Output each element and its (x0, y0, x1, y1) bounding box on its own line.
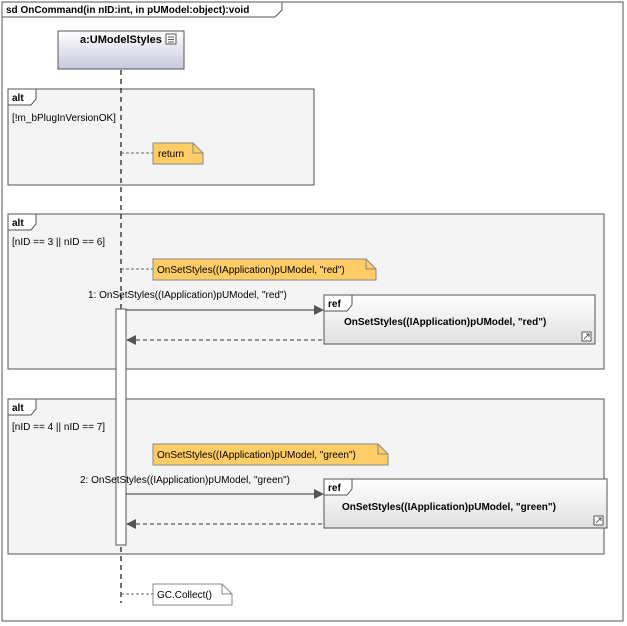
list-icon (165, 33, 177, 45)
return-message-2 (126, 519, 324, 529)
activation-bar (115, 308, 127, 546)
note-onsetstyles-red: OnSetStyles((IApplication)pUModel, "red"… (121, 258, 377, 281)
ref-keyword: ref (328, 483, 341, 494)
fragment-guard: [nID == 3 || nID == 6] (12, 237, 105, 248)
note-gc-collect: GC.Collect() (121, 583, 233, 606)
message-2[interactable]: 2: OnSetStyles((IApplication)pUModel, "g… (80, 475, 324, 499)
note-text: OnSetStyles((IApplication)pUModel, "gree… (157, 450, 356, 461)
ref-label: OnSetStyles((IApplication)pUModel, "gree… (342, 502, 556, 513)
note-onsetstyles-green: OnSetStyles((IApplication)pUModel, "gree… (152, 443, 389, 466)
message-label: 1: OnSetStyles((IApplication)pUModel, "r… (88, 290, 287, 301)
message-label: 2: OnSetStyles((IApplication)pUModel, "g… (80, 475, 290, 486)
fragment-operator: alt (12, 93, 24, 104)
ref-label: OnSetStyles((IApplication)pUModel, "red"… (344, 317, 546, 328)
lifeline-head[interactable]: a:UModelStyles (57, 30, 185, 70)
frame-title: sd OnCommand(in nID:int, in pUModel:obje… (6, 5, 249, 16)
message-1[interactable]: 1: OnSetStyles((IApplication)pUModel, "r… (88, 290, 324, 315)
hyperlink-icon[interactable] (593, 515, 604, 526)
note-text: OnSetStyles((IApplication)pUModel, "red"… (157, 265, 345, 276)
alt-fragment-1: alt [!m_bPlugInVersionOK] (7, 88, 315, 186)
ref-onsetstyles-red[interactable]: ref OnSetStyles((IApplication)pUModel, "… (323, 294, 596, 345)
return-message-1 (126, 335, 324, 345)
lifeline-name: a:UModelStyles (80, 34, 162, 46)
fragment-operator: alt (12, 403, 24, 414)
note-return: return (121, 142, 204, 165)
ref-onsetstyles-green[interactable]: ref OnSetStyles((IApplication)pUModel, "… (323, 478, 608, 529)
fragment-guard: [!m_bPlugInVersionOK] (12, 113, 116, 124)
ref-keyword: ref (328, 299, 341, 310)
hyperlink-icon[interactable] (581, 331, 592, 342)
fragment-operator: alt (12, 218, 24, 229)
note-text: GC.Collect() (157, 590, 212, 601)
note-text: return (158, 149, 184, 160)
fragment-guard: [nID == 4 || nID == 7] (12, 422, 105, 433)
